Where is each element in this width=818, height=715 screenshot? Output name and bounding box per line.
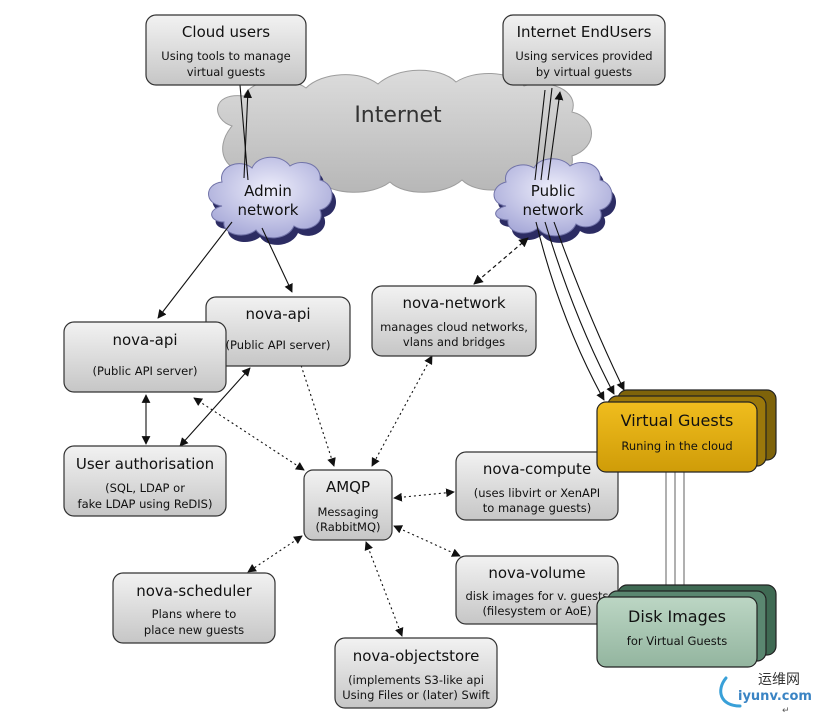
nova-compute-line2: to manage guests) (483, 501, 591, 515)
nova-api-right-title: nova-api (245, 305, 310, 323)
box-nova-network: nova-network manages cloud networks, vla… (371, 285, 537, 357)
user-auth-line2: fake LDAP using ReDIS) (78, 497, 213, 511)
connector-public-guests-1 (535, 221, 605, 401)
connector-public-endusers-1 (547, 91, 564, 181)
disk-images-title: Disk Images (628, 607, 726, 626)
box-cloud-users: Cloud users Using tools to manage virtua… (145, 14, 307, 86)
nova-compute-title: nova-compute (483, 460, 591, 478)
nova-objectstore-line2: Using Files or (later) Swift (342, 688, 490, 702)
connector-public-nova-network (473, 237, 529, 285)
internet-cloud: Internet (217, 69, 592, 193)
nova-volume-title: nova-volume (488, 564, 585, 582)
watermark-domain: iyunv.com (738, 689, 812, 704)
box-internet-endusers: Internet EndUsers Using services provide… (502, 14, 666, 86)
virtual-guests-line1: Runing in the cloud (621, 439, 732, 453)
watermark-swoosh-icon (719, 676, 742, 708)
admin-network-cloud: Admin network (208, 156, 336, 245)
nova-scheduler-title: nova-scheduler (136, 582, 252, 600)
connector-public-guests-2 (544, 221, 615, 395)
amqp-title: AMQP (326, 478, 370, 496)
watermark: 运维网 iyunv.com ↵ (719, 672, 812, 715)
box-nova-api-right: nova-api (Public API server) (205, 296, 351, 367)
virtual-guests-title: Virtual Guests (621, 411, 734, 430)
public-network-cloud: Public network (493, 158, 616, 243)
amqp-line1: Messaging (317, 505, 378, 519)
nova-volume-line2: (filesystem or AoE) (482, 604, 591, 618)
box-nova-compute: nova-compute (uses libvirt or XenAPI to … (455, 451, 619, 521)
nova-api-left-title: nova-api (112, 331, 177, 349)
connector-public-guests-3 (553, 221, 625, 391)
box-nova-volume: nova-volume disk images for v. guests (f… (455, 555, 619, 625)
connectors (141, 84, 685, 637)
connector-amqp-compute (393, 488, 455, 502)
connector-public-endusers-3 (534, 89, 546, 181)
box-disk-images: Disk Images for Virtual Guests (596, 584, 777, 668)
amqp-line2: (RabbitMQ) (315, 520, 380, 534)
nova-compute-line1: (uses libvirt or XenAPI (474, 486, 600, 500)
connector-amqp-scheduler (247, 535, 303, 573)
watermark-chinese: 运维网 (758, 672, 800, 688)
nova-network-line2: vlans and bridges (403, 335, 505, 349)
connector-cloud-users-admin-2 (243, 89, 253, 179)
connector-network-amqp (371, 355, 433, 467)
nova-api-left-line1: (Public API server) (93, 364, 198, 378)
box-virtual-guests: Virtual Guests Runing in the cloud (596, 389, 777, 473)
public-network-label-line1: Public (531, 182, 575, 200)
connector-api-right-amqp (296, 355, 336, 467)
public-network-label-line2: network (523, 201, 584, 219)
cloud-users-title: Cloud users (182, 23, 270, 41)
nova-network-line1: manages cloud networks, (380, 320, 528, 334)
cloud-users-line1: Using tools to manage (161, 49, 290, 63)
nova-scheduler-line1: Plans where to (152, 607, 237, 621)
watermark-mark: ↵ (782, 706, 790, 715)
connector-amqp-volume (393, 525, 461, 557)
nova-api-right-line1: (Public API server) (226, 338, 331, 352)
box-user-authorisation: User authorisation (SQL, LDAP or fake LD… (63, 445, 227, 517)
connector-admin-nova-api-left (157, 221, 233, 319)
user-auth-title: User authorisation (76, 455, 214, 473)
internet-endusers-title: Internet EndUsers (517, 23, 652, 41)
connector-admin-nova-api-right (261, 227, 293, 293)
connector-amqp-objectstore (364, 541, 404, 637)
nova-objectstore-title: nova-objectstore (353, 647, 480, 665)
box-nova-objectstore: nova-objectstore (implements S3-like api… (334, 637, 498, 709)
connector-cloud-users-admin-1 (239, 84, 249, 181)
internet-endusers-line1: Using services provided (515, 49, 652, 63)
nova-scheduler-line2: place new guests (144, 623, 244, 637)
cloud-users-line2: virtual guests (187, 65, 266, 79)
internet-endusers-line2: by virtual guests (536, 65, 632, 79)
admin-network-label-line1: Admin (244, 182, 292, 200)
connector-public-endusers-2 (540, 87, 553, 181)
box-amqp: AMQP Messaging (RabbitMQ) (303, 469, 393, 541)
connector-api-left-amqp (193, 397, 305, 471)
internet-label: Internet (354, 103, 442, 128)
box-nova-scheduler: nova-scheduler Plans where to place new … (112, 572, 276, 644)
admin-network-label-line2: network (238, 201, 299, 219)
user-auth-line1: (SQL, LDAP or (105, 481, 185, 495)
nova-volume-line1: disk images for v. guests (465, 589, 608, 603)
nova-network-title: nova-network (402, 294, 505, 312)
nova-objectstore-line1: (implements S3-like api (348, 673, 484, 687)
box-nova-api-left: nova-api (Public API server) (63, 321, 227, 393)
disk-images-line1: for Virtual Guests (627, 634, 727, 648)
